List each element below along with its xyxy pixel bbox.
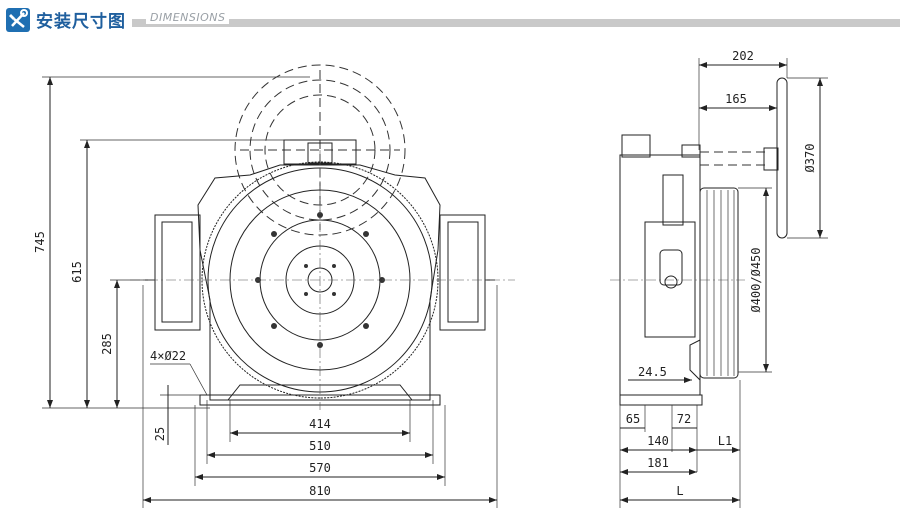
dim-label-holes: 4×Ø22 (150, 349, 186, 363)
dim-label-202: 202 (732, 49, 754, 63)
handwheel-hub (763, 147, 779, 171)
section-header: 安装尺寸图 DIMENSIONS (6, 6, 914, 34)
bolt-hole (271, 231, 277, 237)
bolt-hole (317, 212, 323, 218)
dim-label-810: 810 (309, 484, 331, 498)
dim-label-24-5: 24.5 (638, 365, 667, 379)
side-view: 202 165 Ø370 Ø400/Ø450 24.5 65 72 140 (610, 49, 828, 508)
bolt-hole (363, 323, 369, 329)
dim-label-140: 140 (647, 434, 669, 448)
left-brake (154, 214, 201, 331)
dim-label-570: 570 (309, 461, 331, 475)
right-brake (439, 214, 486, 331)
page-subtitle: DIMENSIONS (146, 11, 230, 24)
side-brake-panel (644, 221, 696, 338)
dim-label-615: 615 (70, 261, 84, 283)
dim-label-414: 414 (309, 417, 331, 431)
bolt-hole (271, 323, 277, 329)
bolt-hole (363, 231, 369, 237)
side-top-block (621, 134, 651, 158)
dim-label-745: 745 (33, 231, 47, 253)
dim-label-400-450: Ø400/Ø450 (749, 247, 763, 312)
dim-label-285: 285 (100, 333, 114, 355)
front-view: 745 615 285 4×Ø22 25 414 510 570 (33, 64, 515, 508)
dim-label-165: 165 (725, 92, 747, 106)
side-base (619, 394, 703, 406)
dim-label-65: 65 (626, 412, 640, 426)
wrench-screwdriver-icon (6, 8, 30, 32)
dim-label-370: Ø370 (803, 144, 817, 173)
header-divider-bar (58, 19, 900, 27)
dim-label-l: L (676, 484, 683, 498)
side-sheave (699, 187, 739, 379)
dim-label-25: 25 (153, 427, 167, 441)
dim-label-510: 510 (309, 439, 331, 453)
handwheel-rim (776, 77, 788, 239)
page-title: 安装尺寸图 (36, 7, 132, 32)
dim-label-72: 72 (677, 412, 691, 426)
dim-label-181: 181 (647, 456, 669, 470)
motor-housing (197, 164, 441, 401)
dim-label-l1: L1 (718, 434, 732, 448)
